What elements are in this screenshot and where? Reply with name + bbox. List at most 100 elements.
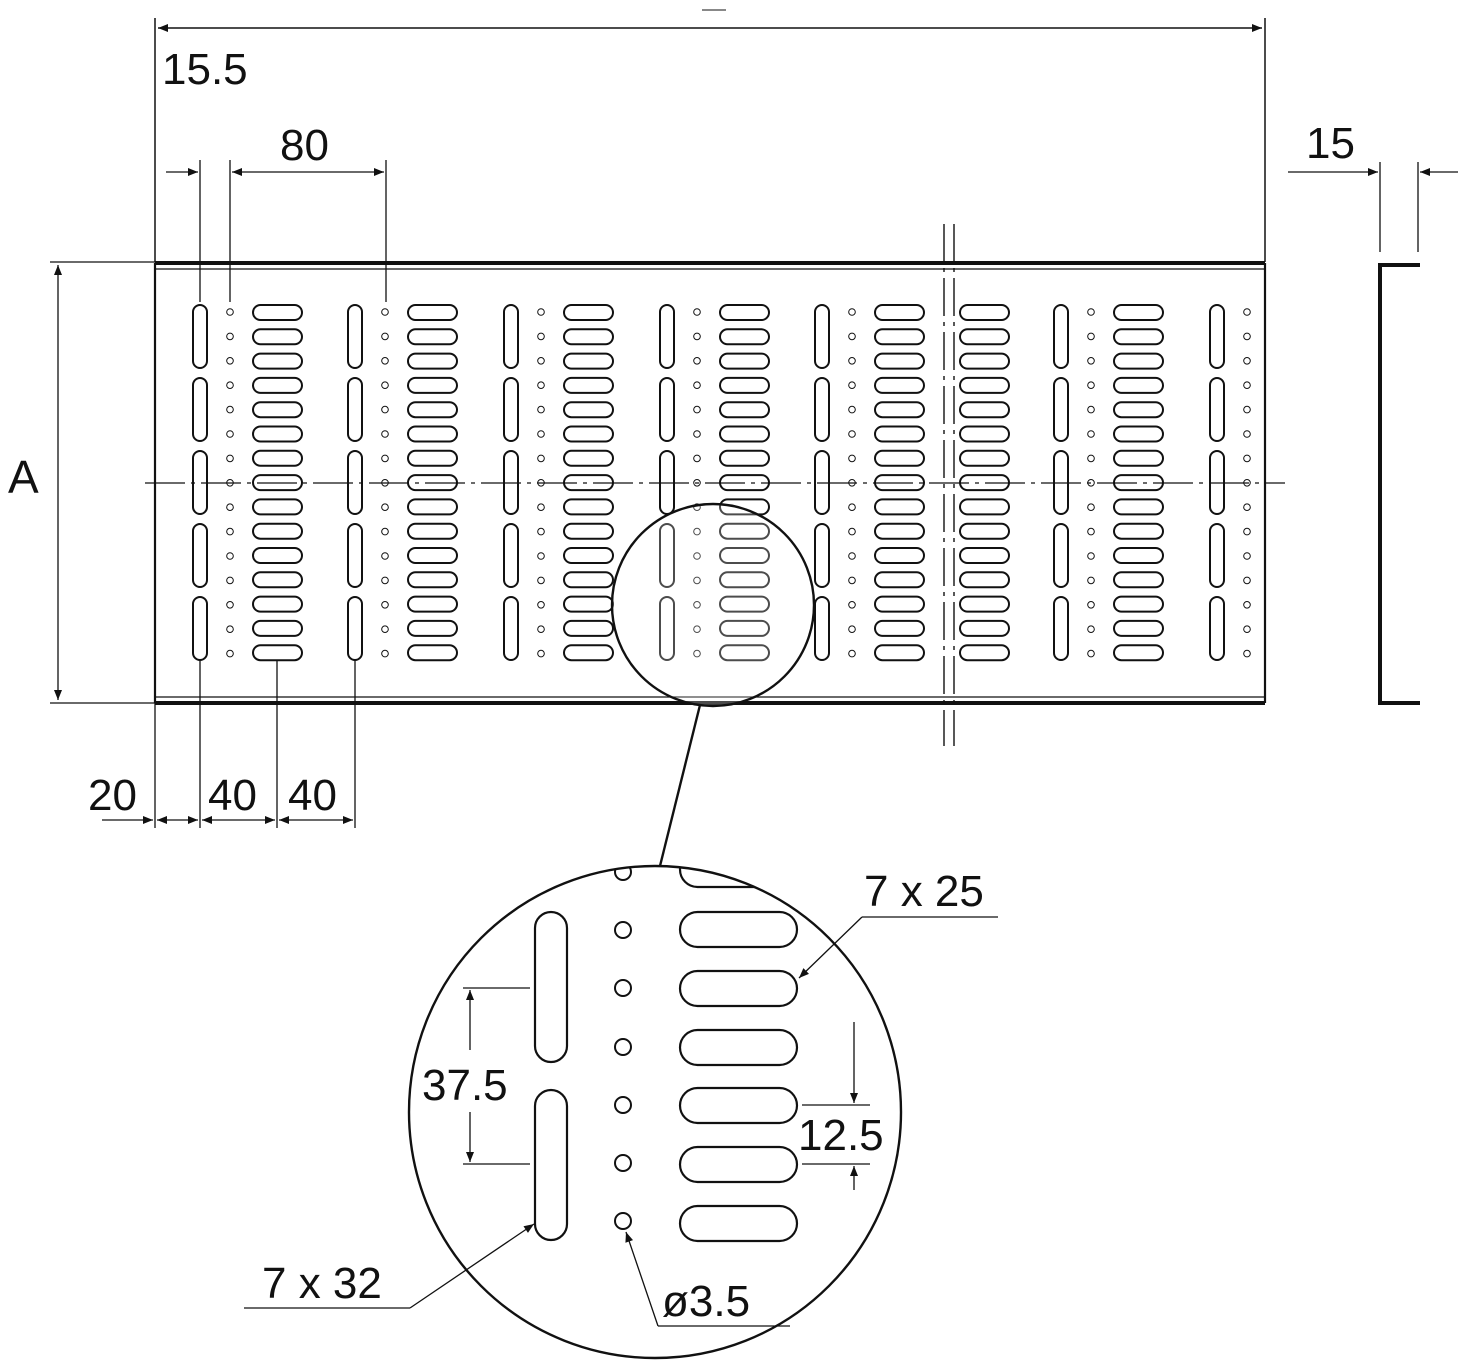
dim-label-7x25: 7 x 25	[864, 867, 984, 916]
height-dimension	[50, 261, 155, 704]
small-slot	[407, 498, 458, 516]
round-hole	[226, 527, 234, 536]
round-hole	[226, 601, 234, 609]
small-slot	[407, 401, 458, 419]
round-hole	[1087, 601, 1095, 609]
round-hole	[381, 649, 389, 658]
dim-label-hole: ø3.5	[662, 1277, 750, 1326]
round-hole	[226, 576, 234, 585]
round-hole	[693, 503, 701, 512]
round-hole	[1087, 576, 1095, 585]
round-hole	[848, 308, 856, 316]
small-slot	[959, 449, 1010, 467]
small-slot	[874, 328, 925, 346]
small-slot	[874, 571, 925, 589]
round-hole	[537, 552, 545, 560]
large-slot	[503, 377, 519, 442]
dim-label-15-5: 15.5	[162, 45, 248, 94]
small-slot	[678, 969, 799, 1008]
round-hole	[693, 357, 701, 365]
round-hole	[381, 405, 389, 414]
small-slot	[1113, 304, 1164, 321]
round-hole	[381, 552, 389, 560]
small-slot	[959, 425, 1010, 443]
round-hole	[848, 503, 856, 512]
round-hole	[537, 357, 545, 365]
large-slot	[533, 1088, 569, 1242]
round-hole	[614, 1154, 632, 1172]
small-slot	[252, 595, 303, 613]
small-slot	[719, 449, 770, 467]
dim-label-20: 20	[88, 771, 137, 820]
leader-7x32	[244, 1223, 535, 1309]
round-hole	[381, 381, 389, 390]
round-hole	[537, 576, 545, 585]
round-hole	[1243, 308, 1251, 316]
large-slot	[1053, 304, 1069, 369]
large-slot	[347, 523, 363, 588]
round-hole	[1087, 357, 1095, 365]
large-slot	[1053, 523, 1069, 588]
round-hole	[693, 332, 701, 341]
round-hole	[381, 576, 389, 585]
small-slot	[959, 401, 1010, 419]
round-hole	[848, 649, 856, 658]
round-hole	[693, 552, 701, 560]
small-slot	[959, 328, 1010, 346]
round-hole	[848, 357, 856, 365]
round-hole	[1243, 405, 1251, 414]
round-hole	[226, 503, 234, 512]
small-slot	[1113, 352, 1164, 370]
round-hole	[381, 430, 389, 438]
round-hole	[1087, 454, 1095, 463]
round-hole	[1243, 625, 1251, 634]
round-hole	[226, 625, 234, 634]
round-hole	[537, 308, 545, 316]
flange-dimension	[1288, 162, 1458, 252]
round-hole	[848, 552, 856, 560]
small-slot	[563, 401, 614, 419]
small-slot	[407, 644, 458, 662]
overall-length-dimension	[154, 9, 1266, 262]
dim-label-12-5: 12.5	[798, 1111, 884, 1160]
small-slot	[719, 547, 770, 564]
large-slot	[1209, 523, 1225, 588]
small-slot	[1113, 328, 1164, 346]
round-hole	[226, 357, 234, 365]
small-slot	[563, 376, 614, 394]
small-slot	[1113, 401, 1164, 419]
large-slot	[1053, 377, 1069, 442]
perforation-pattern	[192, 304, 1251, 662]
small-slot	[1113, 571, 1164, 589]
dim-label-15: 15	[1306, 119, 1355, 168]
leader-7x25	[798, 916, 998, 979]
round-hole	[1243, 601, 1251, 609]
magnified-detail: 37.5 12.5	[407, 864, 903, 1360]
small-slot	[1113, 498, 1164, 516]
round-hole	[381, 503, 389, 512]
small-slot	[252, 401, 303, 419]
round-hole	[848, 454, 856, 463]
small-slot	[719, 522, 770, 540]
small-slot	[719, 595, 770, 613]
round-hole	[226, 405, 234, 414]
round-hole	[381, 454, 389, 463]
dim-label-40-b: 40	[288, 771, 337, 820]
small-slot	[959, 547, 1010, 564]
round-hole	[614, 979, 632, 997]
small-slot	[874, 595, 925, 613]
round-hole	[1087, 308, 1095, 316]
round-hole	[537, 405, 545, 414]
round-hole	[693, 381, 701, 390]
round-hole	[1243, 552, 1251, 560]
small-slot	[874, 498, 925, 516]
round-hole	[1243, 357, 1251, 365]
round-hole	[537, 454, 545, 463]
round-hole	[693, 576, 701, 585]
round-hole	[693, 479, 701, 487]
small-slot	[719, 328, 770, 346]
large-slot	[659, 377, 675, 442]
small-slot	[959, 595, 1010, 613]
small-slot	[678, 1086, 799, 1125]
small-slot	[407, 595, 458, 613]
